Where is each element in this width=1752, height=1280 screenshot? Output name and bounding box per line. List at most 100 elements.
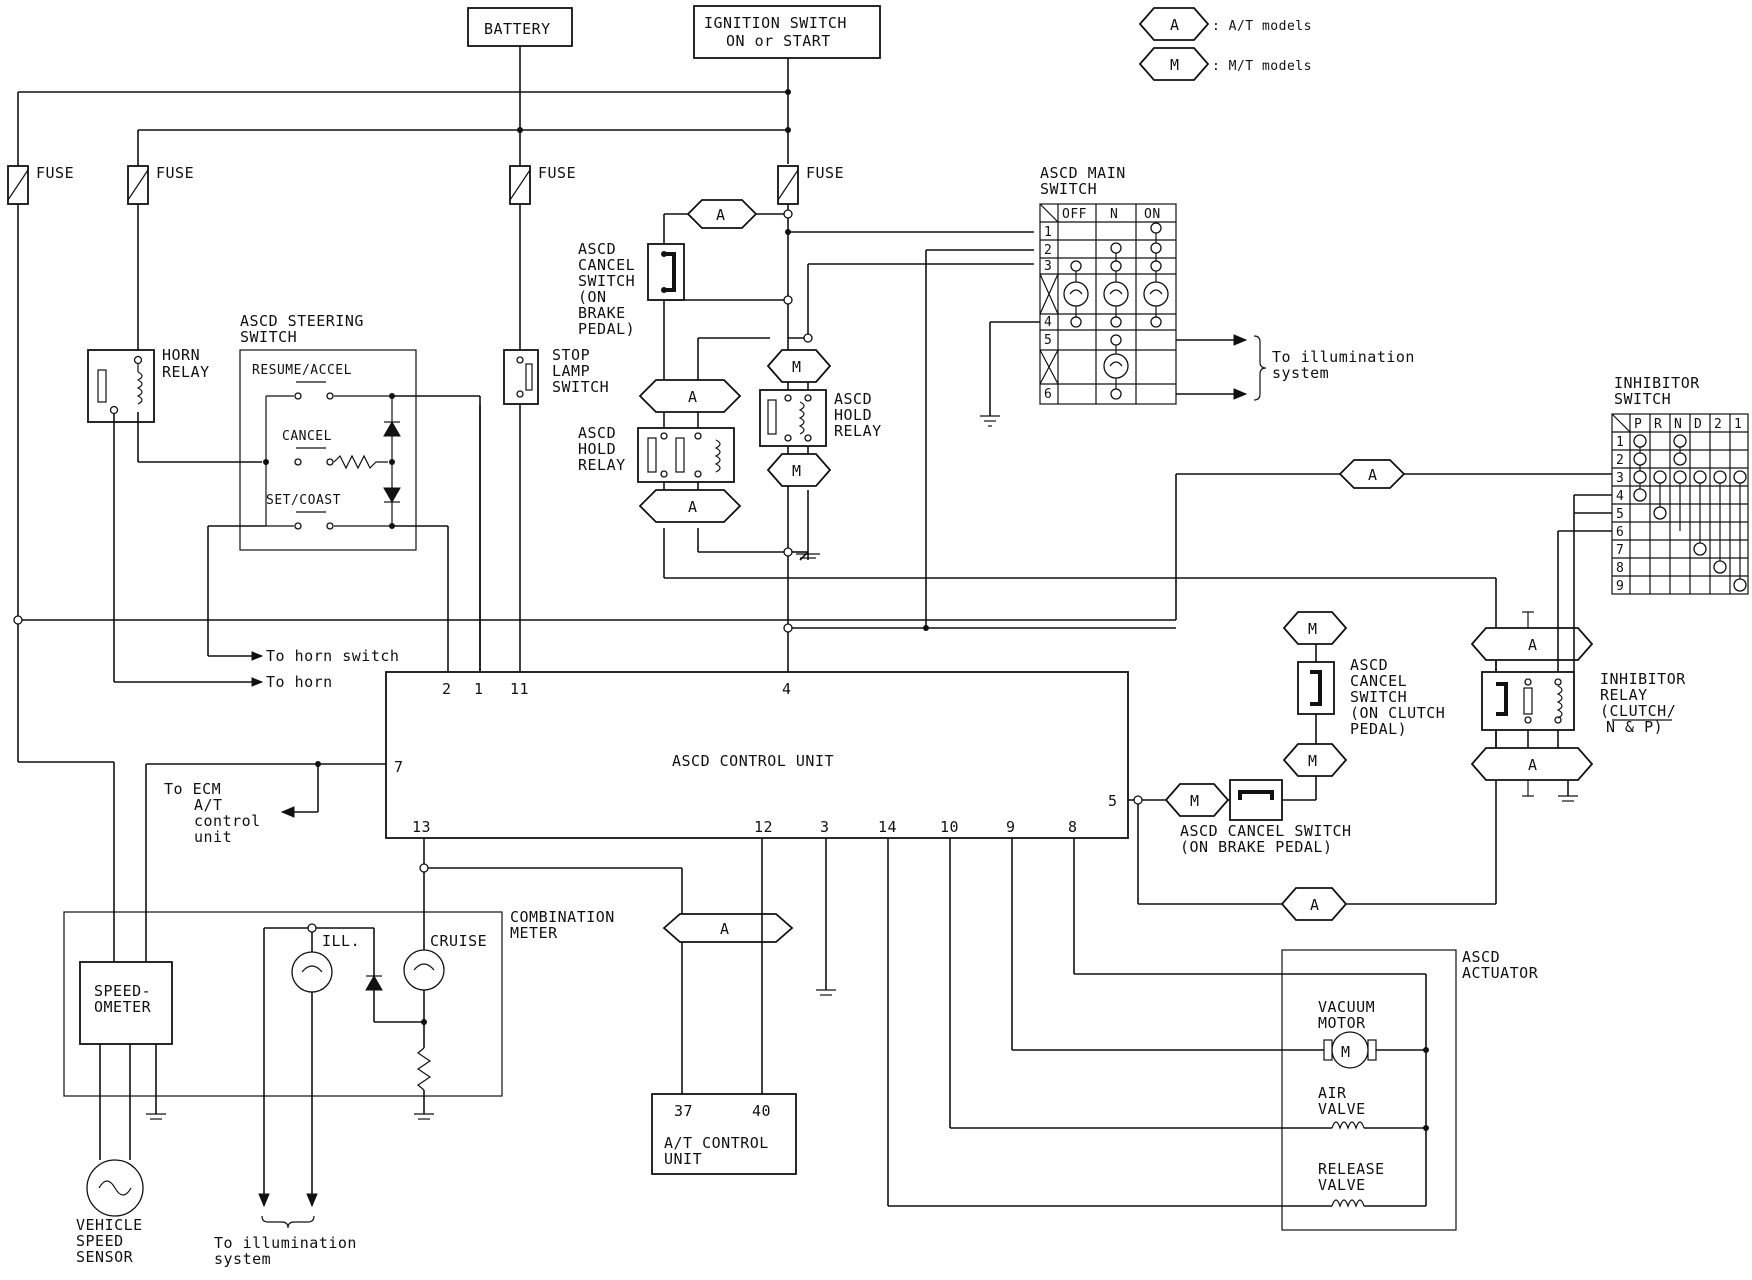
main-col-off: OFF	[1062, 207, 1087, 222]
steering-switch-resume: RESUME/ACCEL	[252, 363, 352, 378]
main-switch-title-2: SWITCH	[1040, 180, 1097, 198]
inhibitor-relay-label-3: (CLUTCH/	[1600, 702, 1676, 720]
illumination-bottom-label-2: system	[214, 1250, 271, 1268]
connector-a-hold-top: A	[638, 379, 742, 413]
connector-a-top: A	[686, 199, 758, 229]
ill-label: ILL.	[322, 932, 360, 950]
hold-relay-right-label-2: HOLD	[834, 406, 872, 424]
cu-pin-10: 10	[940, 818, 959, 836]
cu-pin-3: 3	[820, 818, 830, 836]
speedometer-label-1: SPEED-	[94, 982, 151, 1000]
connector-a-inhibitor	[1338, 459, 1406, 489]
connector-a-hold-bottom: A	[638, 489, 742, 523]
inhibitor-row-2: 2	[1616, 453, 1624, 468]
atcu-pin-40: 40	[752, 1102, 771, 1120]
inhibitor-relay: A A INHIBITOR RELAY (CLUTCH/ N & P)	[1470, 611, 1686, 802]
inhibitor-row-8: 8	[1616, 561, 1624, 576]
hold-relay-left-label-2: HOLD	[578, 440, 616, 458]
connector-a-atcu-letter: A	[720, 920, 730, 938]
connector-m-hold-top: M	[766, 349, 832, 383]
to-horn-switch-label: To horn switch	[266, 647, 399, 665]
power-wiring	[17, 46, 791, 166]
inhibitor-row-6: 6	[1616, 525, 1624, 540]
vacuum-motor-label-2: MOTOR	[1318, 1014, 1366, 1032]
at-control-unit: A 37 40 A/T CONTROL UNIT	[651, 838, 797, 1175]
fuse-4-label: FUSE	[806, 164, 844, 182]
inhibitor-col-p: P	[1634, 417, 1642, 432]
cancel-bottom-label-1: ASCD CANCEL SWITCH	[1180, 822, 1352, 840]
combination-meter-title-1: COMBINATION	[510, 908, 615, 926]
speedometer-box	[79, 961, 173, 1045]
cu-pin-11: 11	[510, 680, 529, 698]
legend: A : A/T models M : M/T models	[1138, 7, 1312, 81]
ascd-actuator: ASCD ACTUATOR VACUUM MOTOR AIR VALVE REL…	[887, 838, 1539, 1231]
cu-pin-14: 14	[878, 818, 897, 836]
combination-meter: COMBINATION METER SPEED- OMETER VEHICLE …	[63, 868, 615, 1268]
inhibitor-col-r: R	[1654, 417, 1662, 432]
main-row-1: 1	[1044, 225, 1052, 240]
ignition-label-line1: IGNITION SWITCH	[704, 14, 847, 32]
inhibitor-relay-label-4: N & P)	[1606, 718, 1663, 736]
illumination-bottom-label-1: To illumination	[214, 1234, 357, 1252]
vss-label-3: SENSOR	[76, 1248, 134, 1266]
horn-relay-label-1: HORN	[162, 346, 200, 364]
cu-pin-7: 7	[394, 758, 404, 776]
legend-mt-text: : M/T models	[1212, 59, 1312, 74]
to-ecm-label-2: A/T	[194, 796, 223, 814]
inhibitor-col-2: 2	[1714, 417, 1722, 432]
cancel-brake-label-2: CANCEL	[578, 256, 635, 274]
release-valve-label-2: VALVE	[1318, 1176, 1366, 1194]
connector-a-bottom-letter: A	[1310, 896, 1320, 914]
to-ecm-label-3: control	[194, 812, 261, 830]
ascd-steering-switch: ASCD STEERING SWITCH RESUME/ACCEL CANCEL…	[207, 312, 481, 672]
cu-pin-12: 12	[754, 818, 773, 836]
actuator-title-1: ASCD	[1462, 948, 1500, 966]
ascd-hold-relay-right: ASCD HOLD RELAY	[759, 382, 881, 454]
fuse-2: FUSE	[127, 164, 194, 205]
connector-m-hold-top-letter: M	[792, 358, 802, 376]
steering-switch-set: SET/COAST	[266, 493, 341, 508]
fuse-3-label: FUSE	[538, 164, 576, 182]
cu-pin-9: 9	[1006, 818, 1016, 836]
cancel-clutch-label-1: ASCD	[1350, 656, 1388, 674]
vacuum-motor-cap-left	[1323, 1039, 1333, 1061]
atcu-pin-37: 37	[674, 1102, 693, 1120]
cu-pin-2: 2	[442, 680, 452, 698]
connector-a-top-letter: A	[716, 206, 726, 224]
stop-lamp-switch: STOP LAMP SWITCH	[503, 346, 609, 405]
legend-mt-letter: M	[1170, 56, 1180, 74]
cancel-brake-label-1: ASCD	[578, 240, 616, 258]
inhibitor-relay-label-2: RELAY	[1600, 686, 1648, 704]
vacuum-motor-label-1: VACUUM	[1318, 998, 1375, 1016]
illumination-right-label-1: To illumination	[1272, 348, 1415, 366]
combination-meter-title-2: METER	[510, 924, 558, 942]
cu-pin-4: 4	[782, 680, 792, 698]
fuse-1: FUSE	[7, 164, 74, 205]
cancel-clutch-label-2: CANCEL	[1350, 672, 1407, 690]
connector-a-relay-top-letter: A	[1528, 636, 1538, 654]
vacuum-motor-letter: M	[1341, 1043, 1351, 1061]
main-row-2: 2	[1044, 243, 1052, 258]
cu-pin-13: 13	[412, 818, 431, 836]
pin3-ground	[816, 838, 836, 996]
to-horn-label: To horn	[266, 673, 333, 691]
ill-lamp	[291, 951, 333, 993]
steering-switch-title-2: SWITCH	[240, 328, 297, 346]
legend-mt-symbol	[1138, 47, 1210, 81]
connector-a-hold-bottom-letter: A	[688, 498, 698, 516]
connector-a-inhibitor-letter: A	[1368, 466, 1378, 484]
cancel-bottom-label-2: (ON BRAKE PEDAL)	[1180, 838, 1333, 856]
inhibitor-wiring: A	[1175, 459, 1612, 620]
speedometer-label-2: OMETER	[94, 998, 152, 1016]
connector-m-clutch-bottom-letter: M	[1308, 752, 1318, 770]
actuator-title-2: ACTUATOR	[1462, 964, 1539, 982]
inhibitor-row-3: 3	[1616, 471, 1624, 486]
cu-pin-5: 5	[1108, 792, 1118, 810]
fuse-4: FUSE	[777, 164, 844, 205]
main-row-4: 4	[1044, 315, 1052, 330]
illumination-right-label-2: system	[1272, 364, 1329, 382]
hold-relay-right-label-1: ASCD	[834, 390, 872, 408]
inhibitor-col-n: N	[1674, 417, 1682, 432]
air-valve-coil	[1331, 1121, 1365, 1130]
cancel-clutch-label-4: (ON CLUTCH	[1350, 704, 1445, 722]
